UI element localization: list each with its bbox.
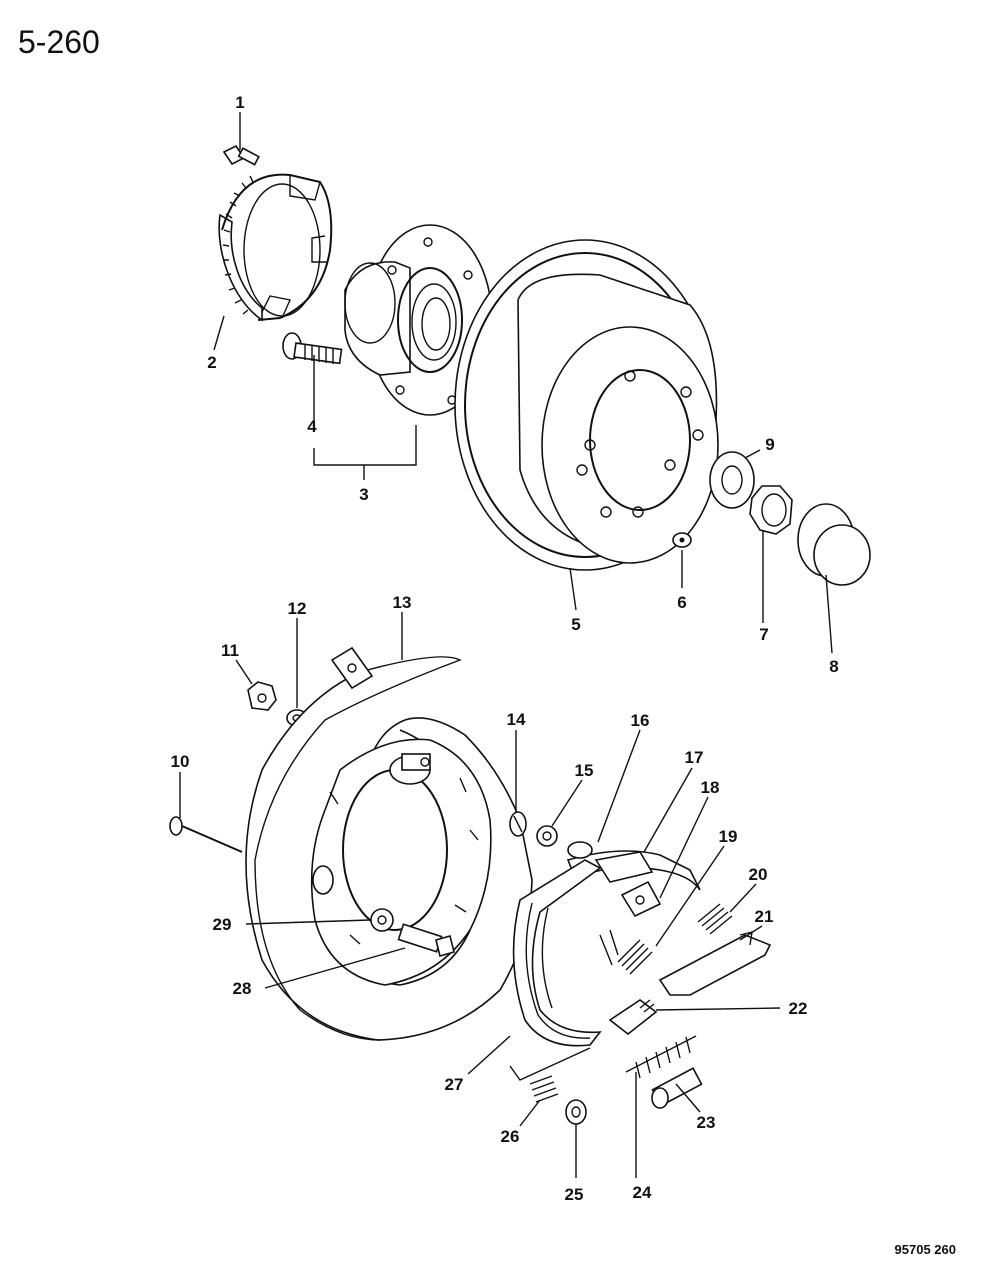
part-washer-2 xyxy=(536,825,558,847)
callout-9: 9 xyxy=(765,435,774,454)
part-wheel-stud xyxy=(282,332,343,365)
part-nut xyxy=(247,681,277,711)
document-code: 95705 260 xyxy=(894,1242,956,1257)
part-hub-nut xyxy=(749,485,793,535)
callout-28: 28 xyxy=(233,979,252,998)
part-spring-24 xyxy=(625,1035,697,1079)
callout-7: 7 xyxy=(759,625,768,644)
callout-21: 21 xyxy=(755,907,774,926)
callout-17: 17 xyxy=(685,748,704,767)
callout-27: 27 xyxy=(445,1075,464,1094)
callout-18: 18 xyxy=(701,778,720,797)
callout-8: 8 xyxy=(829,657,838,676)
callout-2: 2 xyxy=(207,353,216,372)
part-adjuster-screw xyxy=(651,1067,703,1109)
part-washer-25 xyxy=(565,1099,587,1125)
callout-13: 13 xyxy=(393,593,412,612)
part-spring-19 xyxy=(617,939,653,975)
callout-15: 15 xyxy=(575,761,594,780)
part-hub xyxy=(344,224,493,416)
part-lock-washer xyxy=(709,451,755,509)
part-spring-22 xyxy=(608,999,658,1036)
part-backing-plate xyxy=(310,738,492,986)
part-retainer xyxy=(509,811,527,837)
part-brake-rotor xyxy=(454,239,719,571)
callout-25: 25 xyxy=(565,1185,584,1204)
page-number: 5-260 xyxy=(18,24,100,60)
callout-24: 24 xyxy=(633,1183,652,1202)
part-adjuster xyxy=(658,931,772,996)
callout-16: 16 xyxy=(631,711,650,730)
part-bolt-28 xyxy=(397,923,455,957)
callout-26: 26 xyxy=(501,1127,520,1146)
callout-23: 23 xyxy=(697,1113,716,1132)
callout-29: 29 xyxy=(213,915,232,934)
part-lever xyxy=(599,880,662,966)
part-strut xyxy=(594,851,654,883)
leader-lines xyxy=(179,112,833,1178)
part-bolt xyxy=(222,144,260,166)
callout-11: 11 xyxy=(221,641,239,660)
part-dust-cap xyxy=(797,503,871,586)
callout-6: 6 xyxy=(677,593,686,612)
callout-12: 12 xyxy=(288,599,307,618)
callout-14: 14 xyxy=(507,710,526,729)
callout-4: 4 xyxy=(307,417,317,436)
callout-10: 10 xyxy=(171,752,190,771)
callout-19: 19 xyxy=(719,827,738,846)
part-spring-20 xyxy=(697,903,733,935)
part-washer xyxy=(672,532,692,548)
part-nut-29 xyxy=(370,908,394,932)
part-brake-shoe-lower xyxy=(512,859,602,1047)
callout-labels: 1 2 3 4 5 6 7 8 9 10 11 12 13 14 15 16 1… xyxy=(171,93,839,1204)
part-tone-ring xyxy=(218,173,333,322)
callout-1: 1 xyxy=(235,93,244,112)
callout-20: 20 xyxy=(749,865,768,884)
callout-3: 3 xyxy=(359,485,368,504)
callout-5: 5 xyxy=(571,615,580,634)
part-pin xyxy=(169,816,243,853)
part-spring-26 xyxy=(529,1075,559,1103)
callout-22: 22 xyxy=(789,999,808,1018)
